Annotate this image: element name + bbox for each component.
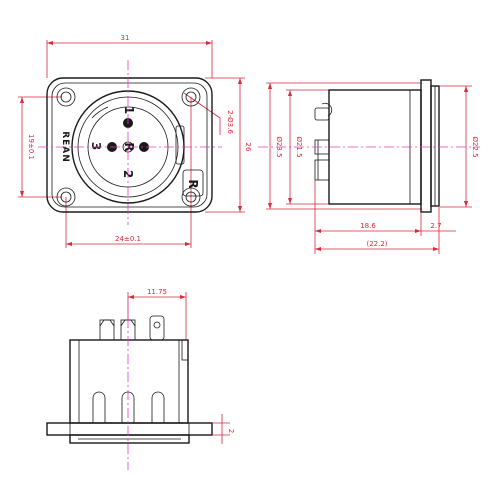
dim-hole-dia: 2-Ø3.6 [183, 92, 234, 135]
mounting-hole-tr [181, 87, 201, 107]
dim-height: 26 [205, 77, 252, 213]
side-tail-low [314, 159, 330, 181]
pin-3-label: 3 [89, 142, 103, 150]
front-flange-inner [51, 82, 208, 208]
insert-key-arc [91, 106, 109, 119]
front-view: 31 19±0.1 26 2-Ø3.6 [18, 34, 252, 248]
dim-height-label: 26 [244, 143, 252, 152]
dim-flange-dia: Ø23.5 [266, 82, 422, 210]
latch-button: R [182, 169, 204, 197]
side-tail-top [314, 107, 330, 121]
pin-2-contact [139, 142, 149, 152]
bottom-tab-right-hole [153, 321, 161, 329]
dim-body-length-label: 18.6 [360, 222, 376, 230]
side-view: Ø23.5 Ø21.5 Ø22.5 [258, 79, 480, 254]
side-flange [420, 79, 432, 213]
mounting-hole-br [181, 187, 201, 207]
dim-flange-thickness: 2.7 [421, 206, 456, 254]
dim-hole-spacing-h: 24±0.1 [65, 97, 192, 248]
front-flange [46, 77, 213, 213]
dim-overall-length-label: (22.2) [366, 240, 387, 248]
dim-hole-spacing-h-label: 24±0.1 [115, 235, 141, 243]
bottom-boss-left [92, 391, 106, 423]
pin-1-label: 1 [122, 106, 136, 114]
dim-front-dia: Ø22.5 [440, 85, 479, 208]
dim-hole-dia-label: 2-Ø3.6 [226, 110, 234, 134]
dim-flange-thickness-label: 2.7 [430, 222, 441, 230]
bottom-flange [46, 422, 213, 436]
dim-body-length: 18.6 [314, 180, 422, 254]
mounting-hole-tl [56, 87, 76, 107]
dim-width: 31 [46, 34, 213, 78]
bottom-tab-left-tip [99, 319, 115, 327]
bottom-latch-side [181, 339, 189, 361]
bottom-body [69, 339, 189, 424]
bottom-boss-right [151, 391, 165, 423]
dim-overall-length: (22.2) [315, 240, 439, 251]
latch-tab [175, 125, 185, 165]
dim-hole-spacing-v-label: 19±0.1 [27, 134, 35, 160]
dim-pin-offset-label: 11.75 [147, 288, 167, 296]
dim-bottom-flange-label: 2 [227, 429, 235, 433]
dim-bottom-flange: 2 [212, 414, 235, 444]
side-tail-hook [321, 102, 333, 117]
mounting-hole-bl [56, 187, 76, 207]
dim-pin-offset: 11.75 [127, 288, 187, 340]
dim-hole-spacing-v: 19±0.1 [18, 96, 62, 198]
dim-width-label: 31 [121, 34, 130, 42]
bottom-view: 11.75 2 [46, 288, 235, 470]
bottom-front-nose [69, 434, 190, 444]
latch-logo: R [186, 179, 200, 188]
